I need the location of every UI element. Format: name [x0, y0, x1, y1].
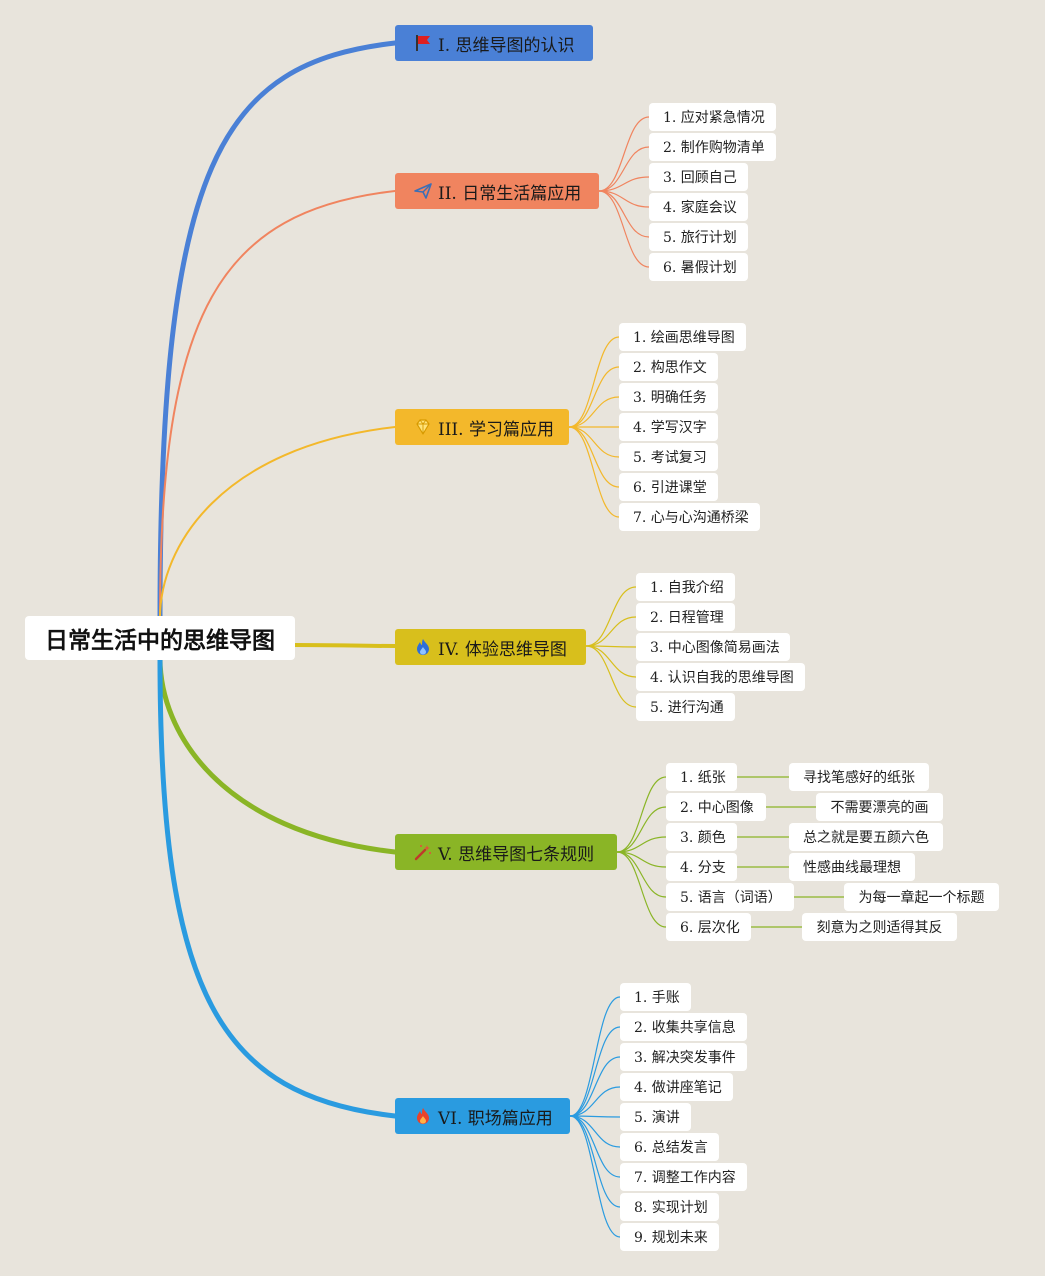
leaf-connector	[568, 336, 620, 428]
branch-connector	[157, 40, 398, 621]
note-node[interactable]: 寻找笔感好的纸张	[789, 763, 929, 791]
leaf-node[interactable]: 4. 认识自我的思维导图	[636, 663, 805, 691]
leaf-node[interactable]: 9. 规划未来	[620, 1223, 719, 1251]
branch-connector	[293, 643, 397, 648]
leaf-node[interactable]: 8. 实现计划	[620, 1193, 719, 1221]
leaf-connector	[616, 851, 667, 928]
leaf-node[interactable]: 2. 构思作文	[619, 353, 718, 381]
leaf-node[interactable]: 5. 进行沟通	[636, 693, 735, 721]
leaf-node[interactable]: 1. 绘画思维导图	[619, 323, 746, 351]
leaf-node[interactable]: 3. 中心图像简易画法	[636, 633, 790, 661]
leaf-node[interactable]: 3. 回顾自己	[649, 163, 748, 191]
leaf-connector	[598, 116, 650, 192]
fire-icon	[413, 637, 433, 657]
branch-label: I. 思维导图的认识	[438, 35, 575, 56]
leaf-connector	[568, 426, 620, 488]
note-node[interactable]: 为每一章起一个标题	[844, 883, 999, 911]
root-title: 日常生活中的思维导图	[45, 628, 275, 654]
branch-label: IV. 体验思维导图	[438, 639, 567, 660]
leaf-connector	[585, 586, 637, 647]
note-node[interactable]: 性感曲线最理想	[789, 853, 915, 881]
branch-node-6[interactable]: VI. 职场篇应用	[395, 1098, 570, 1134]
branch-node-5[interactable]: V. 思维导图七条规则	[395, 834, 617, 870]
leaf-connector	[598, 190, 650, 238]
leaf-node[interactable]: 7. 调整工作内容	[620, 1163, 747, 1191]
leaf-node[interactable]: 6. 层次化	[666, 913, 751, 941]
leaf-node[interactable]: 1. 应对紧急情况	[649, 103, 776, 131]
leaf-node[interactable]: 4. 分支	[666, 853, 737, 881]
leaf-node[interactable]: 5. 语言（词语）	[666, 883, 794, 911]
leaf-node[interactable]: 1. 纸张	[666, 763, 737, 791]
branch-node-2[interactable]: II. 日常生活篇应用	[395, 173, 599, 209]
branch-connector	[157, 655, 398, 855]
branch-label: III. 学习篇应用	[438, 419, 554, 440]
leaf-connector	[585, 645, 637, 678]
leaf-connector	[568, 366, 620, 428]
leaf-node[interactable]: 1. 手账	[620, 983, 691, 1011]
branch-label: VI. 职场篇应用	[438, 1108, 553, 1129]
note-node[interactable]: 总之就是要五颜六色	[789, 823, 943, 851]
leaf-node[interactable]: 2. 日程管理	[636, 603, 735, 631]
leaf-connector	[569, 1056, 621, 1117]
leaf-node[interactable]: 6. 引进课堂	[619, 473, 718, 501]
branch-node-3[interactable]: III. 学习篇应用	[395, 409, 569, 445]
branch-node-1[interactable]: I. 思维导图的认识	[395, 25, 593, 61]
note-node[interactable]: 不需要漂亮的画	[816, 793, 943, 821]
red-flag-icon	[413, 33, 433, 53]
leaf-connector	[569, 996, 621, 1117]
leaf-node[interactable]: 2. 中心图像	[666, 793, 766, 821]
paper-plane-icon	[413, 181, 433, 201]
fire-icon	[413, 1106, 433, 1126]
leaf-node[interactable]: 4. 做讲座笔记	[620, 1073, 733, 1101]
leaf-connector	[616, 836, 667, 853]
leaf-node[interactable]: 4. 学写汉字	[619, 413, 718, 441]
branch-node-4[interactable]: IV. 体验思维导图	[395, 629, 586, 665]
leaf-connector	[568, 426, 620, 458]
leaf-connector	[598, 146, 650, 192]
leaf-node[interactable]: 7. 心与心沟通桥梁	[619, 503, 760, 531]
leaf-node[interactable]: 5. 演讲	[620, 1103, 691, 1131]
leaf-node[interactable]: 6. 暑假计划	[649, 253, 748, 281]
leaf-node[interactable]: 3. 颜色	[666, 823, 737, 851]
leaf-node[interactable]: 5. 旅行计划	[649, 223, 748, 251]
diamond-icon	[413, 417, 433, 437]
branch-label: V. 思维导图七条规则	[438, 844, 595, 865]
leaf-node[interactable]: 3. 解决突发事件	[620, 1043, 747, 1071]
leaf-connector	[569, 1115, 621, 1208]
leaf-connector	[598, 190, 650, 208]
leaf-node[interactable]: 6. 总结发言	[620, 1133, 719, 1161]
leaf-node[interactable]: 2. 制作购物清单	[649, 133, 776, 161]
leaf-node[interactable]: 3. 明确任务	[619, 383, 718, 411]
branch-connector	[159, 426, 396, 619]
leaf-connector	[616, 776, 667, 853]
branch-label: II. 日常生活篇应用	[438, 183, 582, 204]
leaf-connector	[569, 1115, 621, 1238]
leaf-connector	[598, 190, 650, 268]
leaf-connector	[585, 616, 637, 647]
leaf-connector	[616, 806, 667, 853]
leaf-connector	[585, 645, 637, 708]
leaf-node[interactable]: 4. 家庭会议	[649, 193, 748, 221]
branch-connector	[157, 655, 398, 1119]
magic-wand-icon	[413, 842, 433, 862]
leaf-connector	[568, 396, 620, 428]
leaf-connector	[569, 1115, 621, 1178]
leaf-connector	[569, 1026, 621, 1117]
leaf-connector	[598, 176, 650, 192]
root-node[interactable]: 日常生活中的思维导图	[25, 616, 295, 660]
leaf-node[interactable]: 5. 考试复习	[619, 443, 718, 471]
note-node[interactable]: 刻意为之则适得其反	[802, 913, 957, 941]
leaf-node[interactable]: 1. 自我介绍	[636, 573, 735, 601]
leaf-connector	[569, 1086, 621, 1117]
leaf-node[interactable]: 2. 收集共享信息	[620, 1013, 747, 1041]
leaf-connector	[568, 426, 620, 518]
branch-connector	[159, 190, 396, 619]
leaf-connector	[616, 851, 667, 898]
